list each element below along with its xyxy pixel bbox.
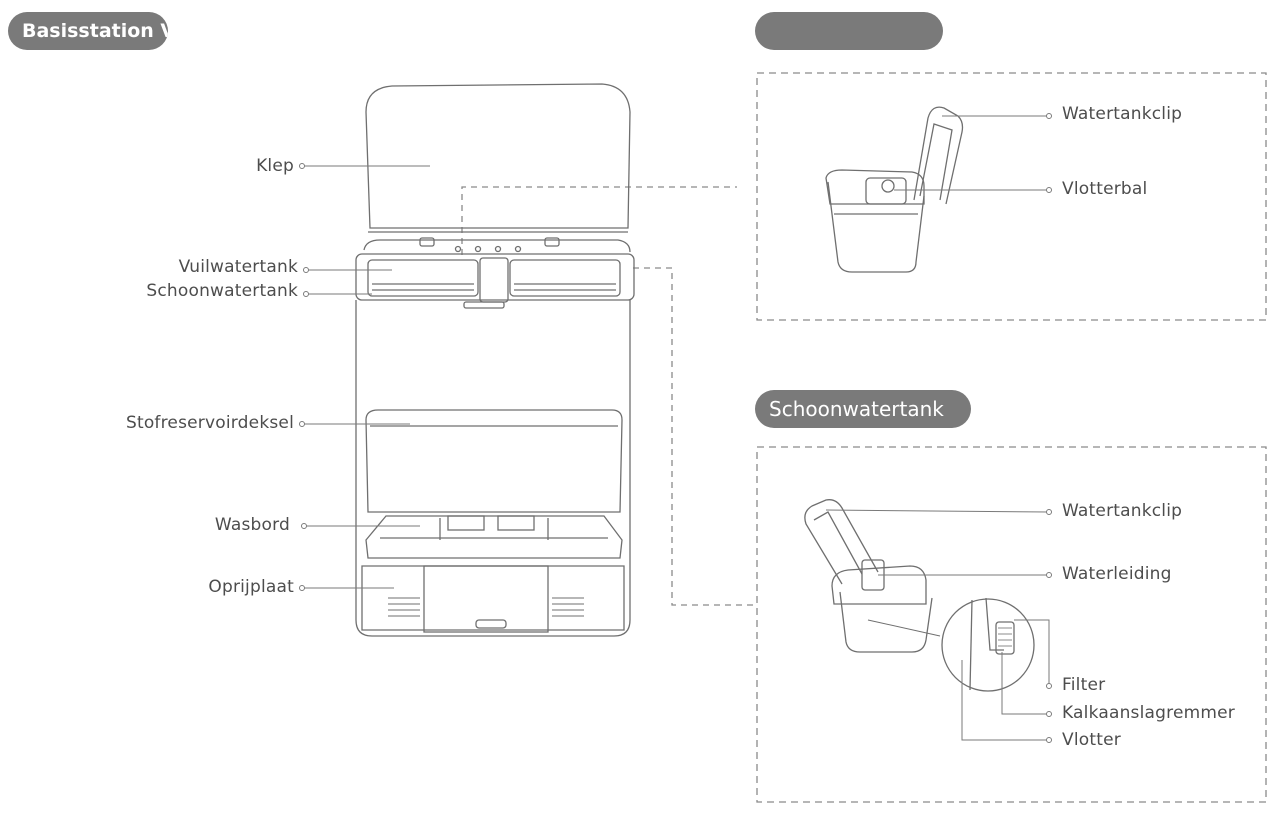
clean-tank: [509, 259, 621, 297]
clean-tank-panel: [756, 446, 1267, 803]
label-vlotter: Vlotter: [1062, 730, 1121, 750]
label-dirty-watertankclip: Watertankclip: [1062, 104, 1183, 124]
connector-dirty: [461, 186, 737, 255]
wash-board: [365, 515, 623, 559]
label-vlotterbal: Vlotterbal: [1062, 179, 1148, 199]
label-waterleiding: Waterleiding: [1062, 564, 1172, 584]
label-oprijplaat: Oprijplaat: [208, 577, 294, 597]
lid: [365, 83, 631, 229]
detail-magnifier: [941, 598, 1035, 692]
dirty-tank: [367, 259, 479, 297]
base-station-title: Basisstation V: [8, 12, 168, 50]
connector-clean: [633, 267, 757, 606]
clean-tank-title: Schoonwatertank: [755, 390, 971, 428]
label-kalkaanslagremmer: Kalkaanslagremmer: [1062, 703, 1235, 723]
label-schoonwatertank: Schoonwatertank: [146, 281, 298, 301]
clean-tank-drawing: [804, 499, 1035, 692]
dust-cover: [365, 409, 623, 513]
dirty-tank-title: [755, 12, 943, 50]
label-vuilwatertank: Vuilwatertank: [178, 257, 298, 277]
label-wasbord: Wasbord: [214, 515, 290, 535]
base-station-drawing: [355, 83, 635, 637]
dirty-tank-panel: [756, 72, 1267, 321]
dirty-tank-drawing: [825, 106, 964, 273]
label-filter: Filter: [1062, 675, 1106, 695]
label-klep: Klep: [256, 156, 294, 176]
station-body: [355, 300, 631, 637]
label-stofreservoirdeksel: Stofreservoirdeksel: [125, 413, 294, 433]
label-clean-watertankclip: Watertankclip: [1062, 501, 1183, 521]
